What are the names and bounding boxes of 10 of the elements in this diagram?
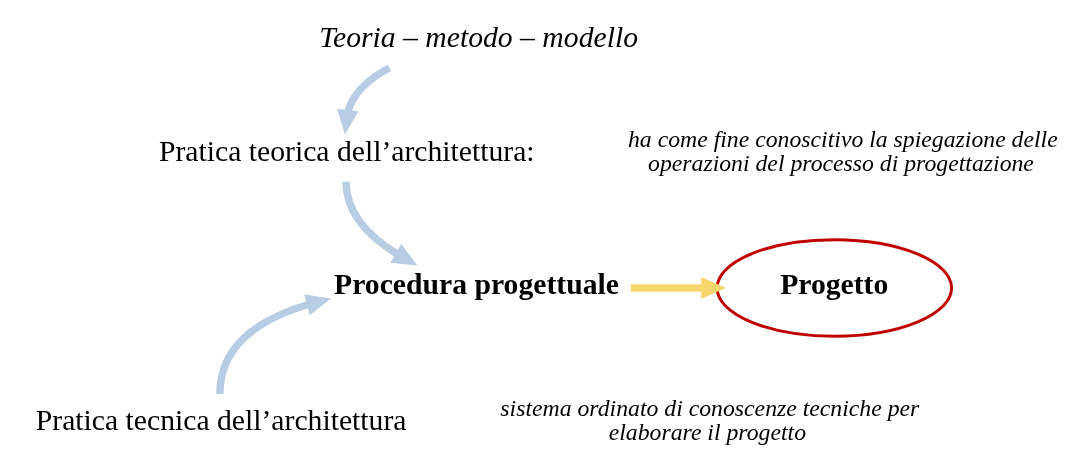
node-ellipse: Progetto <box>715 238 953 338</box>
arrow <box>336 64 391 135</box>
arrow <box>215 294 331 395</box>
node-text: Procedura progettuale <box>333 267 619 300</box>
node-label: sistema ordinato di conoscenze tecniche per elaborare il progetto <box>499 395 919 445</box>
node-text: Pratica tecnica dell’architettura <box>35 403 406 436</box>
node-label: ha come fine conoscitivo la spiegazione delle operazioni del processo di progettazione <box>627 126 1058 177</box>
node-text: Pratica teorica dell’architettura: <box>158 135 535 168</box>
node-text: Teoria – metodo – modello <box>318 20 638 53</box>
arrow <box>341 181 417 266</box>
